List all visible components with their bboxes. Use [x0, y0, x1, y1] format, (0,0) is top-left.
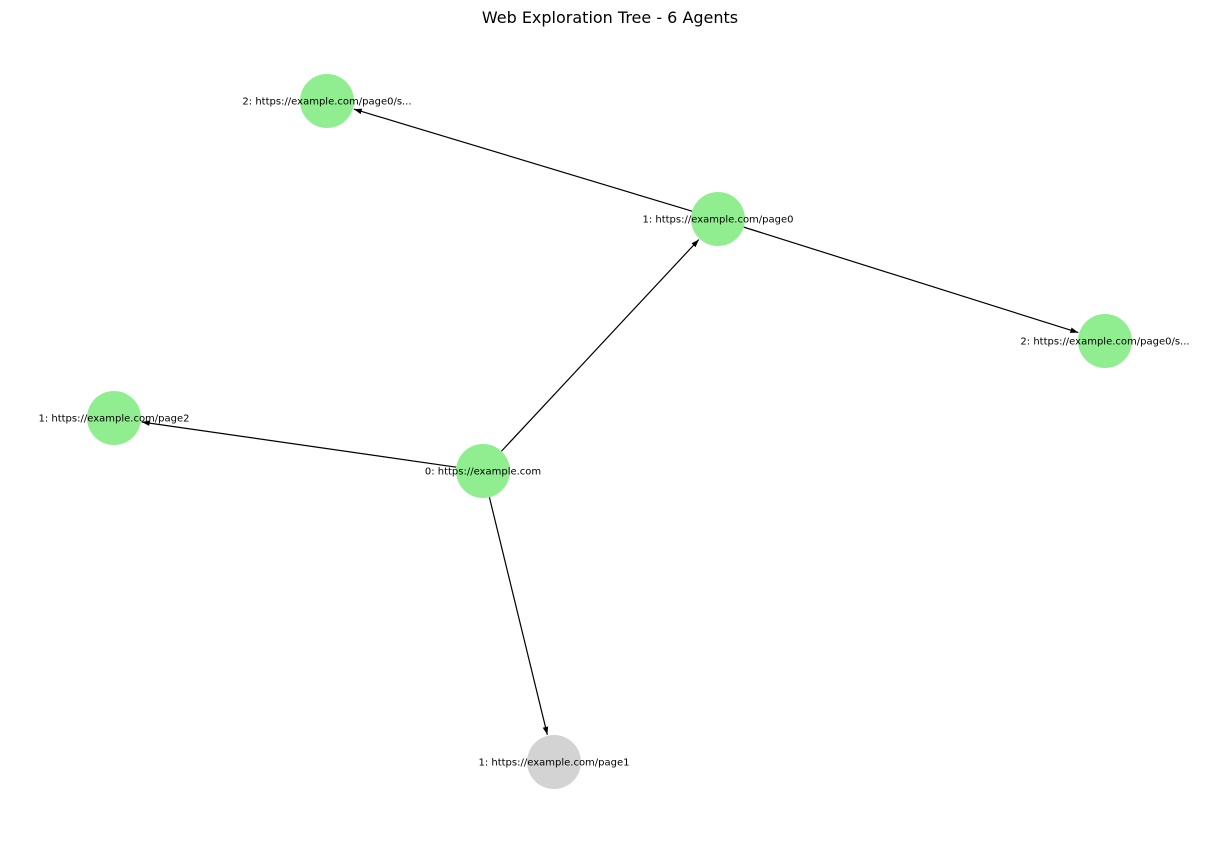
node-circle-n1: [691, 192, 745, 246]
edge-arrow-n0-n2: [141, 420, 457, 468]
node-label-n4: 2: https://example.com/page0/s...: [242, 97, 411, 108]
edge-arrow-n0-n3: [488, 497, 549, 735]
edge-arrow-n1-n5: [743, 226, 1079, 334]
node-label-n5: 2: https://example.com/page0/s...: [1020, 337, 1189, 348]
node-circle-n4: [300, 74, 354, 128]
node-label-n0: 0: https://example.com: [425, 467, 541, 478]
edges-layer: [141, 108, 1079, 735]
nodes-layer: [87, 74, 1132, 789]
edge-arrow-n1-n4: [353, 108, 693, 212]
node-label-n1: 1: https://example.com/page0: [642, 215, 793, 226]
node-label-n3: 1: https://example.com/page1: [478, 758, 629, 769]
edge-arrow-n0-n1: [500, 239, 700, 452]
labels-layer: 0: https://example.com 1: https://example…: [38, 97, 1189, 769]
node-label-n2: 1: https://example.com/page2: [38, 414, 189, 425]
node-circle-n2: [87, 391, 141, 445]
node-circle-n3: [527, 735, 581, 789]
node-circle-n0: [456, 444, 510, 498]
node-circle-n5: [1078, 314, 1132, 368]
diagram-title: Web Exploration Tree - 6 Agents: [482, 8, 738, 27]
